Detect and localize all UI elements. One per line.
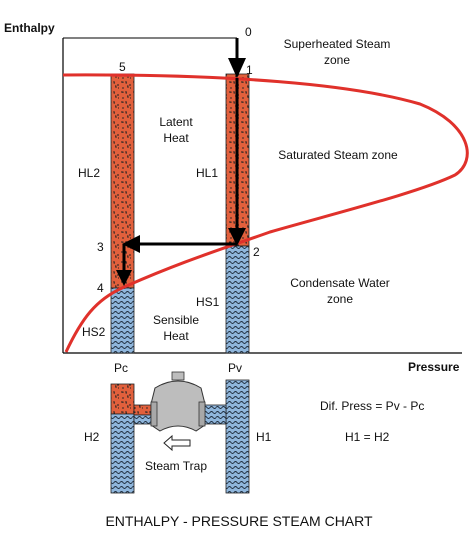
superheated-zone-label-2: zone [324,53,350,67]
arrow-2-to-3-head [122,235,140,253]
chart-caption: ENTHALPY - PRESSURE STEAM CHART [105,513,373,529]
hs2-label: HS2 [82,325,106,339]
hs2-water-column [110,287,135,354]
point-5: 5 [119,60,126,74]
y-axis-label: Enthalpy [4,21,55,35]
sensible-heat-label-1: Sensible [153,313,199,327]
latent-heat-label-1: Latent [159,115,193,129]
trap-outlet-pipe-steam [133,404,153,416]
hs1-water-column [225,245,250,354]
point-4: 4 [97,281,104,295]
saturated-zone-label: Saturated Steam zone [278,148,398,162]
sensible-heat-label-2: Heat [163,329,189,343]
superheated-zone-label-1: Superheated Steam [284,37,391,51]
condensate-zone-label-1: Condensate Water [290,276,390,290]
trap-outlet-water-column [110,413,135,494]
pc-label: Pc [114,361,128,375]
h2-label: H2 [84,430,100,444]
latent-heat-label-2: Heat [163,131,189,145]
trap-inlet-pipe [204,404,227,425]
condensate-zone-label-2: zone [327,292,353,306]
hl2-label: HL2 [78,166,100,180]
h1-label: H1 [256,430,272,444]
point-3: 3 [97,240,104,254]
trap-outlet-steam-column [110,383,135,415]
h-equal-equation: H1 = H2 [345,430,390,444]
trap-outlet-pipe-water [133,414,153,425]
steam-trap-valve-icon [150,371,206,432]
point-1: 1 [246,63,253,77]
trap-inlet-water-column [225,379,250,494]
hs1-label: HS1 [196,295,220,309]
arrow-0-to-1-head [228,58,246,78]
flow-direction-arrow-icon [163,434,191,452]
pv-label: Pv [228,361,242,375]
dif-press-equation: Dif. Press = Pv - Pc [320,399,424,413]
steam-trap-label: Steam Trap [145,459,207,473]
saturation-curve [62,73,469,353]
hl1-label: HL1 [196,166,218,180]
point-0: 0 [245,25,252,39]
arrow-1-to-2-head [228,228,246,246]
point-2: 2 [253,245,260,259]
arrow-3-to-4-head [116,270,132,286]
x-axis-label: Pressure [408,360,460,374]
